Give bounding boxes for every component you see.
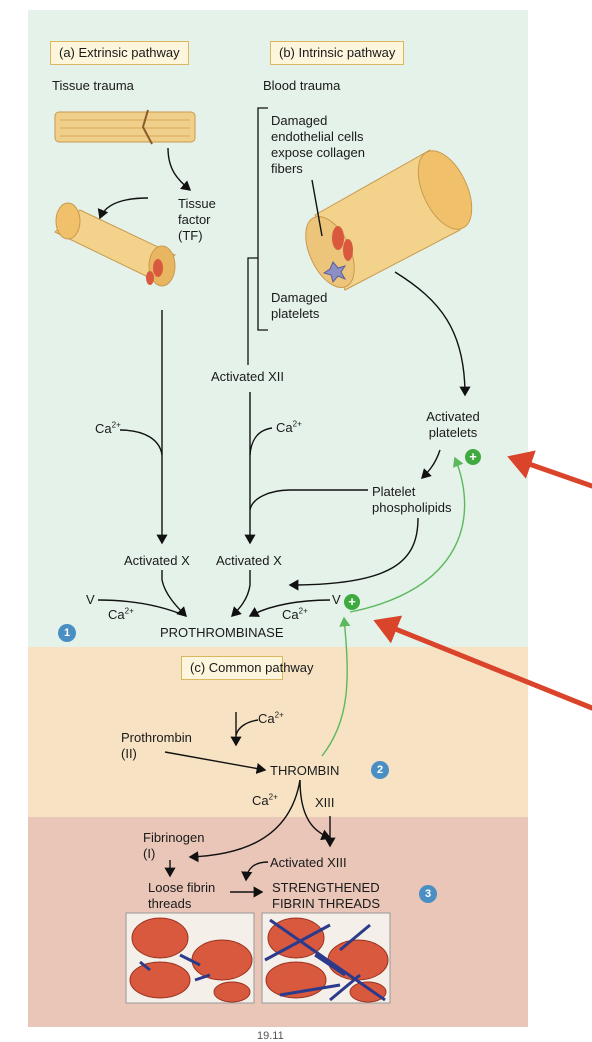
intrinsic-pathway-title: (b) Intrinsic pathway: [270, 41, 405, 65]
feedback-arrow-to-v: [321, 616, 351, 757]
v-left-label: V: [86, 592, 95, 607]
ca-left-text: Ca: [95, 421, 112, 436]
ca-p-right-sup: 2+: [298, 606, 308, 616]
ca-p-left-text: Ca: [108, 607, 125, 622]
prothrombinase-label: PROTHROMBINASE: [160, 625, 284, 640]
arrow-ca-left: [119, 429, 163, 456]
figure-number: 19.11: [257, 1030, 284, 1042]
ca-prothrombinase-left: Ca2+: [108, 607, 134, 623]
ca-prothrombinase-right: Ca2+: [282, 607, 308, 623]
intrinsic-vessel-illustration: [305, 149, 473, 291]
arrow-v-left: [97, 599, 187, 617]
arrow-activated-xiii: [241, 861, 269, 882]
v-right-label: V: [332, 592, 341, 607]
arrow-thrombin-to-xiii: [299, 779, 332, 841]
ca-thrombin-label: Ca2+: [252, 793, 278, 809]
arrow-prothrombin-to-thrombin: [164, 751, 267, 775]
arrow-x-right-to-prothrombinase: [231, 570, 251, 617]
ca-mid-text: Ca: [276, 420, 293, 435]
arrow-collagen: [311, 179, 323, 237]
positive-feedback-platelets: +: [465, 449, 481, 465]
ca-mid-sup: 2+: [292, 419, 302, 429]
common-pathway-title: (c) Common pathway: [181, 656, 314, 680]
red-pointer-upper: [507, 450, 592, 489]
arrow-ca-common: [235, 719, 259, 736]
ca-common-label: Ca2+: [258, 711, 284, 727]
ca-p-right-text: Ca: [282, 607, 299, 622]
strengthened-fibrin-label: STRENGTHENED FIBRIN THREADS: [272, 880, 381, 911]
intrinsic-bracket: [247, 107, 268, 365]
damaged-endothelial-label: Damaged endothelial cells expose collage…: [271, 113, 365, 176]
extrinsic-pathway-title: (a) Extrinsic pathway: [50, 41, 189, 65]
activated-xii-label: Activated XII: [211, 369, 284, 384]
arrow-v-right: [248, 599, 331, 617]
activated-x-right-label: Activated X: [216, 553, 282, 568]
ca-left-sup: 2+: [111, 420, 121, 430]
strengthened-fibrin-illustration: [261, 912, 391, 1004]
arrow-ca-mid: [249, 427, 273, 456]
ca-common-sup: 2+: [274, 710, 284, 720]
ca-left-label: Ca2+: [95, 421, 121, 437]
ca-thrombin-sup: 2+: [268, 792, 278, 802]
activated-xiii-label: Activated XIII: [270, 855, 347, 870]
blood-trauma-label: Blood trauma: [263, 78, 341, 93]
arrow-thrombin-to-fibrinogen: [188, 779, 301, 863]
activated-x-left-label: Activated X: [124, 553, 190, 568]
red-pointer-lower: [373, 615, 592, 711]
platelet-phospholipids-label: Platelet phospholipids: [372, 484, 452, 515]
activated-platelets-label: Activated platelets: [426, 409, 480, 440]
arrow-tf-to-vessel: [97, 197, 149, 220]
xiii-label: XIII: [315, 795, 335, 810]
loose-fibrin-label: Loose fibrin threads: [148, 880, 216, 911]
loose-fibrin-illustration: [125, 912, 255, 1004]
arrow-tissue-to-tf: [167, 147, 192, 191]
prothrombin-label: Prothrombin (II): [121, 730, 192, 761]
arrow-phospholipids-to-v: [288, 517, 419, 591]
arrow-x-left-to-prothrombinase: [161, 570, 187, 617]
extrinsic-vessel-illustration: [54, 202, 176, 287]
arrow-vessel-to-platelets: [394, 271, 471, 397]
ca-p-left-sup: 2+: [124, 606, 134, 616]
step-2-badge: 2: [371, 761, 389, 779]
feedback-arrow-to-platelets: [349, 456, 466, 613]
tissue-strip-illustration: [54, 109, 196, 145]
ca-mid-label: Ca2+: [276, 420, 302, 436]
step-1-badge: 1: [58, 624, 76, 642]
arrow-platelets-to-phospholipids: [421, 449, 441, 479]
thrombin-label: THROMBIN: [270, 763, 340, 778]
damaged-platelets-label: Damaged platelets: [271, 290, 328, 321]
tissue-trauma-label: Tissue trauma: [52, 78, 134, 93]
arrow-phospholipids-to-x: [249, 489, 368, 511]
fibrinogen-label: Fibrinogen (I): [143, 830, 205, 861]
positive-feedback-v: +: [344, 594, 360, 610]
ca-common-text: Ca: [258, 711, 275, 726]
ca-thrombin-text: Ca: [252, 793, 269, 808]
step-3-badge: 3: [419, 885, 437, 903]
tissue-factor-label: Tissue factor (TF): [178, 196, 216, 243]
